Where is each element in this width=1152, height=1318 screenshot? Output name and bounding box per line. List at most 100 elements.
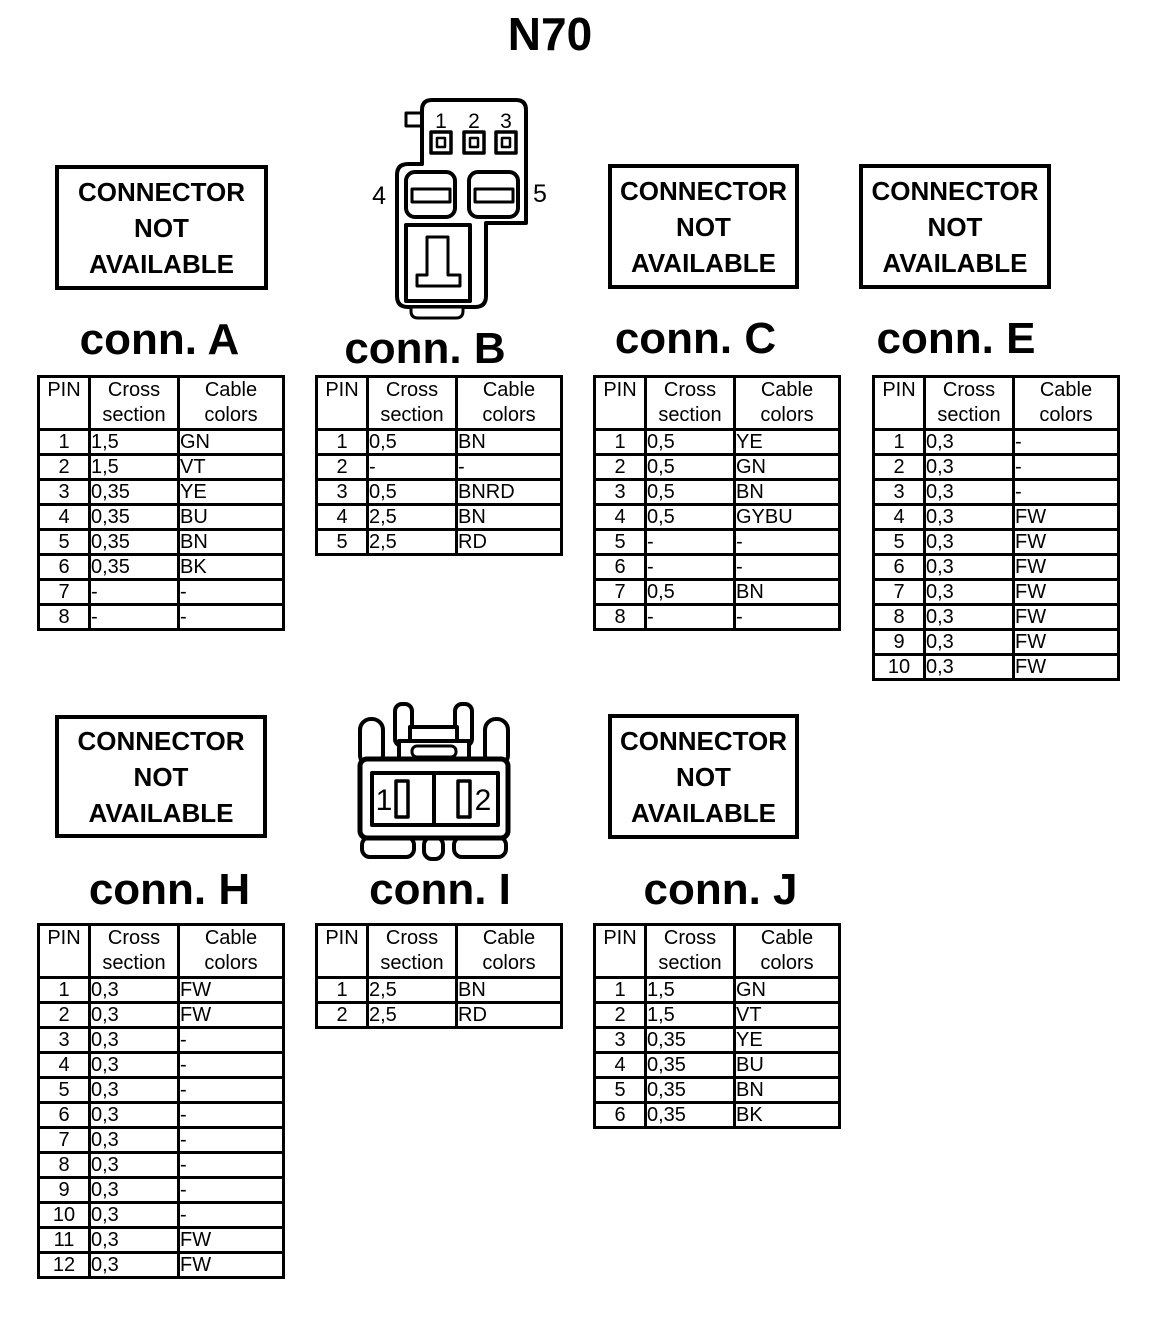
cable-color-cell: FW — [177, 976, 285, 1004]
cross-section-cell: 0,3 — [923, 628, 1015, 656]
cable-color-cell: FW — [177, 1001, 285, 1029]
cable-color-cell: FW — [1012, 578, 1120, 606]
cross-section-cell: - — [644, 553, 736, 581]
cross-section-cell: 0,35 — [88, 553, 180, 581]
na-line: CONNECTOR — [77, 176, 246, 207]
cross-section-cell: 0,3 — [923, 478, 1015, 506]
connector-a-label: conn. A — [79, 315, 240, 364]
col-header-pin: PIN — [315, 375, 369, 431]
connector-not-available-box-c: CONNECTOR NOT AVAILABLE — [608, 164, 799, 289]
cable-color-cell: RD — [455, 528, 563, 556]
cable-color-cell: - — [1012, 428, 1120, 456]
pin-cell: 3 — [315, 478, 369, 506]
cross-section-cell: 0,3 — [88, 1051, 180, 1079]
cable-color-cell: BN — [455, 503, 563, 531]
cross-section-cell: 0,3 — [88, 1176, 180, 1204]
pin-cell: 3 — [37, 1026, 91, 1054]
connector-b-diagram: 1 2 3 4 5 — [372, 98, 547, 320]
cross-section-cell: 2,5 — [366, 976, 458, 1004]
cross-section-cell: 0,35 — [644, 1051, 736, 1079]
pin-cell: 6 — [872, 553, 926, 581]
pin-cell: 4 — [593, 1051, 647, 1079]
table-row: 8-- — [37, 603, 285, 631]
pin-cell: 1 — [37, 428, 91, 456]
cross-section-cell: 0,3 — [88, 1226, 180, 1254]
cross-section-cell: 0,3 — [88, 1026, 180, 1054]
cross-section-cell: 2,5 — [366, 503, 458, 531]
cable-color-cell: - — [733, 528, 841, 556]
pin-cell: 2 — [593, 1001, 647, 1029]
connector-h-label: conn. H — [88, 865, 251, 914]
cable-color-cell: BN — [455, 976, 563, 1004]
pin-cell: 4 — [315, 503, 369, 531]
na-line: CONNECTOR — [77, 725, 245, 756]
cross-section-cell: 0,3 — [923, 503, 1015, 531]
connector-b-label: conn. B — [344, 324, 506, 373]
cable-color-cell: FW — [1012, 603, 1120, 631]
pin-cell: 3 — [593, 1026, 647, 1054]
cross-section-cell: 0,3 — [88, 976, 180, 1004]
cross-section-cell: 0,3 — [923, 428, 1015, 456]
pin-cell: 3 — [593, 478, 647, 506]
pin-cell: 5 — [593, 1076, 647, 1104]
cross-section-cell: 1,5 — [644, 976, 736, 1004]
connector-b-foot — [409, 305, 465, 320]
cross-section-cell: 0,5 — [644, 478, 736, 506]
socket-terminal-4 — [404, 170, 457, 219]
cross-section-cell: 0,5 — [644, 503, 736, 531]
socket-terminal-5 — [467, 170, 520, 219]
cross-section-cell: 0,3 — [88, 1201, 180, 1229]
pin-cell: 4 — [37, 1051, 91, 1079]
pin-cell: 5 — [37, 1076, 91, 1104]
pin-cell: 6 — [593, 1101, 647, 1129]
cable-color-cell: - — [177, 1176, 285, 1204]
cable-color-cell: FW — [1012, 653, 1120, 681]
cross-section-cell: - — [366, 453, 458, 481]
na-line: CONNECTOR — [619, 725, 788, 756]
pin-cell: 6 — [37, 553, 91, 581]
pin-cell: 2 — [37, 1001, 91, 1029]
cable-color-cell: GN — [733, 976, 841, 1004]
na-line: AVAILABLE — [89, 248, 234, 279]
na-line: AVAILABLE — [631, 797, 776, 828]
table-row: 8-- — [593, 603, 841, 631]
col-header-pin: PIN — [37, 375, 91, 431]
na-line: AVAILABLE — [882, 247, 1028, 278]
cross-section-cell: 0,35 — [88, 528, 180, 556]
pin-cell: 2 — [872, 453, 926, 481]
pin-label: 5 — [533, 180, 547, 208]
cable-color-cell: BN — [733, 578, 841, 606]
cable-color-cell: FW — [1012, 553, 1120, 581]
cable-color-cell: - — [177, 1101, 285, 1129]
pin-label: 1 — [376, 784, 393, 817]
pin-cell: 7 — [872, 578, 926, 606]
pin-terminal-3 — [494, 130, 518, 155]
cable-color-cell: BN — [455, 428, 563, 456]
pin-cell: 5 — [872, 528, 926, 556]
cable-color-cell: YE — [177, 478, 285, 506]
